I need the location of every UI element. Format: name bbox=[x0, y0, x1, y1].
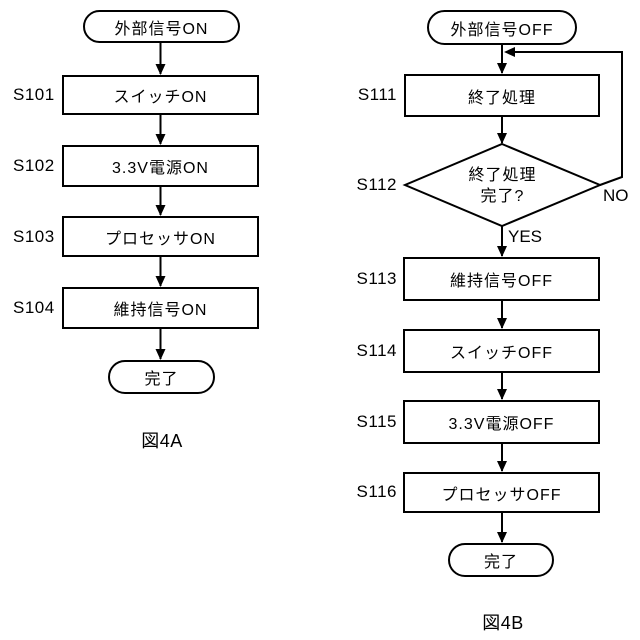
terminal-end-a-label: 完了 bbox=[144, 371, 179, 388]
flow-node-s104: 維持信号ON bbox=[62, 287, 259, 329]
arrowhead-a5 bbox=[155, 349, 166, 360]
arrowhead-b6 bbox=[497, 461, 507, 472]
branch-label-yes: YES bbox=[508, 227, 543, 246]
flow-node-s114: スイッチOFF bbox=[403, 329, 600, 373]
flow-node-s103-label: プロセッサON bbox=[104, 230, 216, 248]
decision-s112-line2: 完了? bbox=[480, 188, 525, 205]
flow-node-s111-label: 終了処理 bbox=[467, 89, 536, 107]
arrowhead-a2 bbox=[155, 134, 166, 145]
terminal-end-b: 完了 bbox=[448, 543, 554, 577]
terminal-start-b-label: 外部信号OFF bbox=[450, 21, 554, 39]
step-id-s112: S112 bbox=[356, 175, 397, 194]
terminal-end-a: 完了 bbox=[108, 360, 215, 394]
flow-node-s102: 3.3V電源ON bbox=[62, 145, 259, 187]
step-id-s102: S102 bbox=[13, 156, 55, 175]
arrowhead-a3 bbox=[155, 205, 166, 216]
arrowhead-b7 bbox=[497, 532, 507, 543]
arrowhead-b1 bbox=[497, 63, 507, 74]
decision-s112-label: 終了処理 完了? bbox=[430, 165, 575, 207]
decision-diamond-s112 bbox=[402, 142, 603, 228]
arrowhead-a4 bbox=[155, 276, 166, 287]
flow-node-s116: プロセッサOFF bbox=[403, 472, 600, 513]
step-id-s115: S115 bbox=[356, 412, 397, 431]
arrow-b-no-loop bbox=[512, 51, 623, 186]
terminal-end-b-label: 完了 bbox=[483, 554, 518, 571]
step-id-s113: S113 bbox=[356, 269, 397, 288]
flow-node-s113: 維持信号OFF bbox=[403, 257, 600, 301]
flow-node-s103: プロセッサON bbox=[62, 216, 259, 257]
flow-node-s104-label: 維持信号ON bbox=[113, 302, 208, 319]
branch-label-no: NO bbox=[603, 186, 629, 205]
arrowhead-a1 bbox=[155, 64, 166, 75]
flow-node-s114-label: スイッチOFF bbox=[450, 345, 553, 362]
arrowhead-b2 bbox=[497, 133, 507, 144]
arrowhead-b5 bbox=[497, 389, 507, 400]
flow-node-s116-label: プロセッサOFF bbox=[441, 486, 562, 504]
arrowhead-no-loop bbox=[504, 47, 515, 57]
arrowhead-b3 bbox=[497, 246, 507, 257]
flow-node-s115-label: 3.3V電源OFF bbox=[448, 416, 555, 433]
flow-node-s101-label: スイッチON bbox=[113, 89, 208, 106]
flow-node-s115: 3.3V電源OFF bbox=[403, 400, 600, 444]
step-id-s104: S104 bbox=[13, 298, 55, 317]
step-id-s111: S111 bbox=[357, 85, 397, 104]
step-id-s101: S101 bbox=[13, 85, 55, 104]
step-id-s103: S103 bbox=[13, 227, 55, 246]
caption-figure-4b: 図4B bbox=[482, 613, 524, 633]
terminal-start-a-label: 外部信号ON bbox=[114, 20, 209, 38]
flow-node-s113-label: 維持信号OFF bbox=[450, 273, 553, 290]
terminal-start-a: 外部信号ON bbox=[83, 10, 240, 43]
caption-figure-4a: 図4A bbox=[141, 431, 183, 451]
step-id-s116: S116 bbox=[356, 482, 397, 501]
flow-node-s111: 終了処理 bbox=[404, 74, 600, 117]
step-id-s114: S114 bbox=[356, 341, 397, 360]
decision-s112-line1: 終了処理 bbox=[468, 167, 537, 184]
arrowhead-b4 bbox=[497, 318, 507, 329]
flow-node-s102-label: 3.3V電源ON bbox=[112, 160, 209, 177]
flow-node-s101: スイッチON bbox=[62, 75, 259, 115]
terminal-start-b: 外部信号OFF bbox=[427, 10, 577, 45]
